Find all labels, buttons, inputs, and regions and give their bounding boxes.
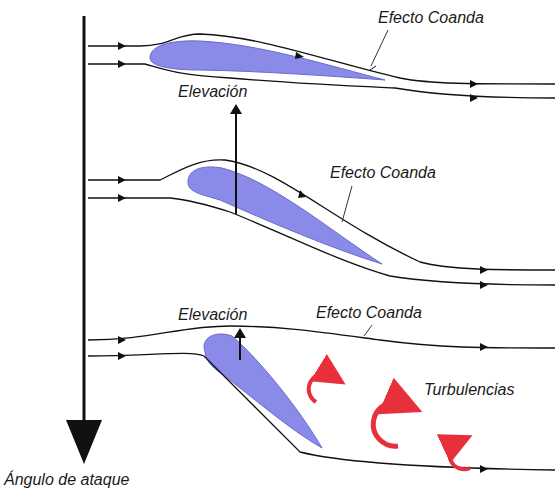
streamline	[88, 160, 555, 270]
turbulence-label: Turbulencias	[424, 380, 514, 400]
effect-label: Efecto Coanda	[316, 303, 422, 323]
leader-line	[370, 66, 376, 70]
streamline	[88, 64, 555, 98]
lift-arrow-head	[230, 104, 242, 114]
flow-arrowheads	[118, 42, 488, 473]
lift-arrow	[235, 112, 237, 214]
airfoil	[204, 334, 322, 448]
effect-label: Efecto Coanda	[378, 8, 484, 28]
airfoil	[188, 167, 382, 264]
lift-arrow	[239, 336, 241, 360]
effect-label: Efecto Coanda	[330, 163, 436, 183]
leader-line	[342, 186, 352, 222]
streamline	[88, 353, 555, 470]
leader-line	[371, 30, 388, 66]
lift-label: Elevación	[178, 305, 247, 325]
angle-arrow-head	[66, 420, 102, 464]
axis-label: Ángulo de ataque	[4, 470, 129, 490]
lift-label: Elevación	[178, 82, 247, 102]
streamline	[88, 198, 555, 285]
streamline	[88, 34, 555, 84]
angle-arrow-shaft	[83, 16, 86, 422]
streamline	[88, 326, 555, 348]
lift-arrow-head	[234, 328, 246, 338]
leader-line	[364, 325, 372, 336]
